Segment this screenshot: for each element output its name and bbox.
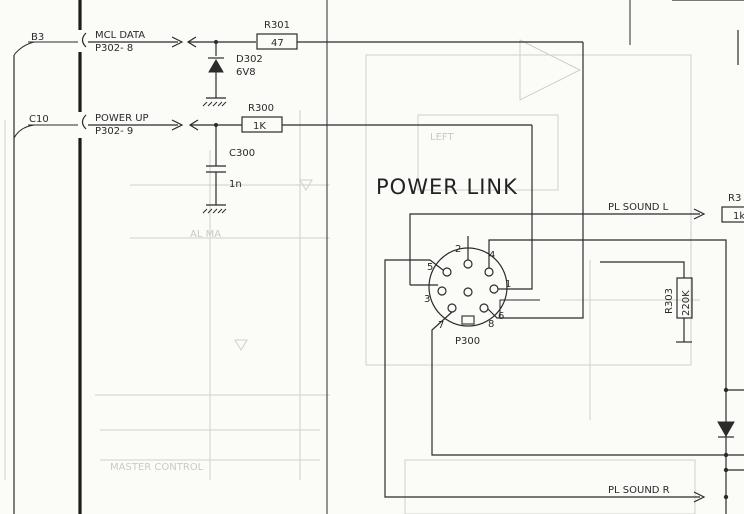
d302-ref: D302 xyxy=(236,54,263,65)
svg-text:MASTER CONTROL: MASTER CONTROL xyxy=(110,462,204,473)
r303-value: 220K xyxy=(681,290,692,316)
grid-ref-b3: B3 xyxy=(31,32,44,43)
diagram-title: POWER LINK xyxy=(376,175,518,199)
pin-8-label: 8 xyxy=(488,319,494,330)
partial-resistor-value: 1k xyxy=(733,211,744,222)
arrow-right-icon xyxy=(693,491,706,503)
connector-wiring xyxy=(384,42,744,514)
pin-label-p302-9: P302- 9 xyxy=(95,126,133,137)
pin-label-p302-8: P302- 8 xyxy=(95,43,133,54)
resistor-r300: R300 1K xyxy=(214,103,532,133)
signal-label-power-up: POWER UP xyxy=(95,113,149,124)
r303-ref: R303 xyxy=(664,288,675,314)
grid-ref-c10: C10 xyxy=(29,114,49,125)
pin-4-label: 4 xyxy=(489,250,495,261)
page-frame xyxy=(13,0,744,514)
pin-7-label: 7 xyxy=(438,320,444,331)
output-pl-sound-r: PL SOUND R xyxy=(608,485,670,496)
c300-ref: C300 xyxy=(229,148,255,159)
diode-icon xyxy=(717,421,735,438)
r300-value: 1K xyxy=(253,121,266,132)
ground-icon xyxy=(202,101,227,107)
svg-text:AL MA: AL MA xyxy=(190,229,221,240)
output-pl-sound-l: PL SOUND L xyxy=(608,202,669,213)
capacitor-c300: C300 1n xyxy=(202,125,255,214)
background-ghost-circuit: LEFT AL MA MASTER CONTROL xyxy=(4,39,700,514)
partial-resistor-ref: R3 xyxy=(728,193,741,204)
outputs: PL SOUND L PL SOUND R R3 1k xyxy=(608,30,744,496)
pin-2-label: 2 xyxy=(455,244,461,255)
pin-3-label: 3 xyxy=(424,294,430,305)
r301-ref: R301 xyxy=(264,20,290,31)
pin-6-label: 6 xyxy=(498,311,504,322)
pin-1-label: 1 xyxy=(505,279,511,290)
svg-text:LEFT: LEFT xyxy=(430,132,454,143)
r300-ref: R300 xyxy=(248,103,274,114)
c300-value: 1n xyxy=(229,179,242,190)
arrow-right-icon xyxy=(171,119,184,131)
ground-icon xyxy=(202,208,227,214)
d302-value: 6V8 xyxy=(236,67,256,78)
harness-bus xyxy=(78,0,87,514)
pin-5-label: 5 xyxy=(427,262,433,273)
signal-label-mcl-data: MCL DATA xyxy=(95,30,145,41)
resistor-r303: R303 220K xyxy=(664,277,693,319)
r301-value: 47 xyxy=(271,38,284,49)
arrow-right-icon xyxy=(171,36,184,48)
input-power-up: C10 POWER UP P302- 9 xyxy=(28,113,242,137)
resistor-r301: R301 47 xyxy=(214,20,583,50)
arrow-right-icon xyxy=(693,208,706,220)
diode-d302: D302 6V8 xyxy=(202,42,263,107)
connector-ref-label: P300 xyxy=(455,336,480,347)
input-mcl-data: B3 MCL DATA P302- 8 xyxy=(28,30,256,54)
